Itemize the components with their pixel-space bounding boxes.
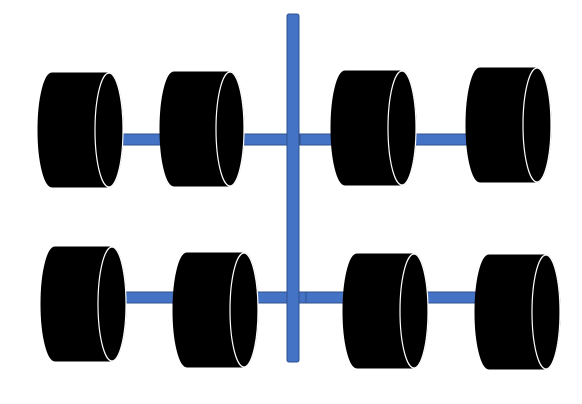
- front-left-outer-shaft: [117, 133, 163, 146]
- wheel-face: [399, 253, 429, 369]
- spine-axle: [286, 13, 300, 363]
- wheel-face: [229, 252, 259, 368]
- front-right-outer-shaft: [409, 133, 471, 146]
- wheel-face: [387, 70, 417, 186]
- rear-left-outer-shaft: [121, 291, 177, 304]
- front-right-outer-wheel: [465, 67, 552, 183]
- rear-right-outer-shaft: [423, 291, 481, 304]
- front-right-inner-wheel: [330, 70, 417, 186]
- wheel-face: [531, 254, 561, 370]
- wheel-face: [97, 246, 127, 362]
- wheel-face: [215, 71, 245, 187]
- front-left-inner-wheel: [159, 71, 245, 187]
- wheel-face: [522, 67, 552, 183]
- rear-right-outer-wheel: [474, 254, 561, 370]
- rear-right-inner-shaft: [305, 291, 349, 304]
- rear-left-outer-wheel: [40, 246, 127, 362]
- wheel-layer: [37, 67, 561, 370]
- spine-layer: [286, 13, 300, 363]
- wheel-face: [94, 72, 124, 188]
- rear-left-inner-wheel: [172, 252, 259, 368]
- front-right-inner-shaft: [299, 133, 337, 146]
- rear-right-inner-wheel: [342, 253, 429, 369]
- front-left-outer-wheel: [37, 72, 124, 188]
- rear-left-inner-shaft: [253, 291, 309, 304]
